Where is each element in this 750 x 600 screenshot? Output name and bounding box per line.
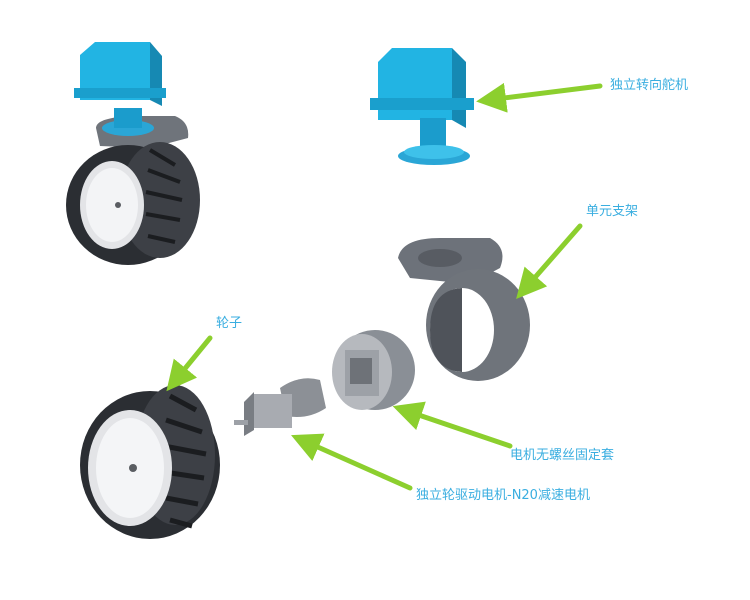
callout-arrows — [166, 82, 603, 491]
steering-servo — [370, 48, 474, 165]
arrow-wheel — [166, 335, 213, 392]
assembled-wheel-unit — [66, 42, 200, 265]
label-n20-motor: 独立轮驱动电机-N20减速电机 — [416, 488, 590, 503]
arrow-sleeve — [392, 401, 513, 449]
label-steering-servo: 独立转向舵机 — [610, 78, 689, 93]
n20-motor — [234, 378, 326, 436]
arrow-bracket — [516, 223, 583, 300]
wheel — [80, 385, 220, 539]
label-wheel: 轮子 — [216, 316, 243, 331]
arrow-servo — [476, 82, 603, 113]
unit-bracket — [398, 238, 530, 381]
label-motor-sleeve: 电机无螺丝固定套 — [510, 448, 615, 463]
label-unit-bracket: 单元支架 — [586, 204, 639, 219]
arrow-motor — [291, 433, 413, 491]
motor-sleeve — [332, 330, 415, 410]
